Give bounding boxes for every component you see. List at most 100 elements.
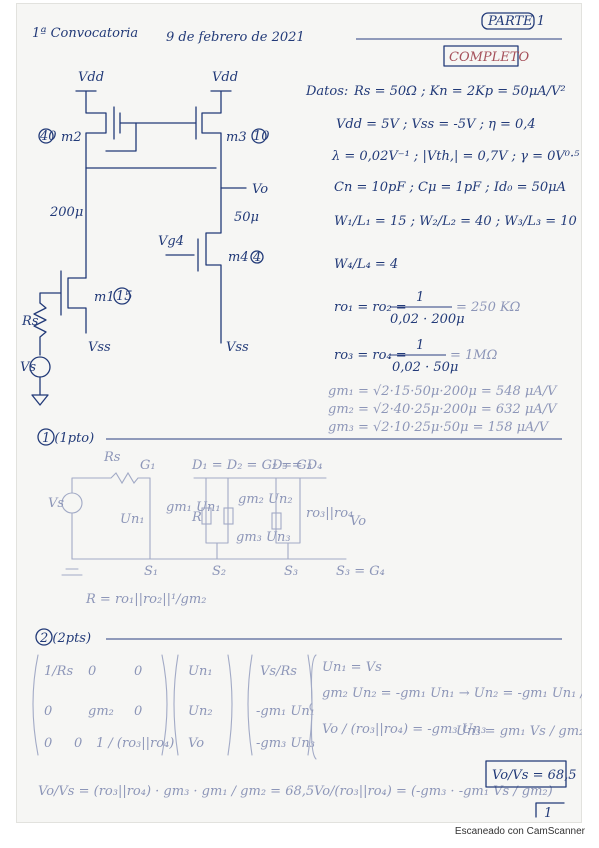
m2-ratio-circle xyxy=(38,128,54,144)
ss-s4: S₃ = G₄ xyxy=(336,564,385,579)
gm3-line: gm₃ = √2·10·25μ·50μ = 158 μA/V xyxy=(328,420,550,435)
ground-symbol xyxy=(31,376,49,406)
m1-ratio-circle xyxy=(113,287,131,305)
convocatoria-heading: 1ª Convocatoria xyxy=(32,26,138,41)
m-r1c3: 0 xyxy=(134,664,142,679)
sys-line-3: Vo / (ro₃||ro₄) = -gm₃ Un₃ xyxy=(322,722,486,737)
m-r3c3: 1 / (ro₃||ro₄) xyxy=(96,736,174,751)
bias-current-50: 50μ xyxy=(234,210,259,225)
rhs-c: -gm₃ Un₃ xyxy=(256,736,315,751)
vg4-label: Vg4 xyxy=(158,234,184,249)
section-1-circle xyxy=(37,428,55,446)
ss-s2: S₂ xyxy=(212,564,226,579)
ro12-den: 0,02 · 200μ xyxy=(390,312,465,327)
m3-label: m3 xyxy=(226,130,247,145)
gm2-line: gm₂ = √2·40·25μ·200μ = 632 μA/V xyxy=(328,402,558,417)
vss-right-label: Vss xyxy=(226,340,249,355)
m2-ratio: 40 xyxy=(39,129,57,144)
scan-credit: Escaneado con CamScanner xyxy=(454,826,585,837)
m-r2c2: gm₂ xyxy=(88,704,114,719)
m3-ratio-circle xyxy=(251,128,267,144)
gain-result-box xyxy=(485,760,567,788)
ss-ground xyxy=(61,568,83,576)
ss-g1-label: G₁ xyxy=(140,458,156,473)
m-r3c1: 0 xyxy=(44,736,52,751)
section-1-title: 1 (1pto) xyxy=(42,431,94,446)
ro34-num: 1 xyxy=(416,338,424,353)
section-2-circle xyxy=(35,628,53,646)
vo-node-label: Vo xyxy=(252,182,268,197)
vec-un2: Un₂ xyxy=(188,704,213,719)
data-line-2: Vdd = 5V ; Vss = -5V ; η = 0,4 xyxy=(336,117,536,132)
m2-label: m2 xyxy=(61,130,82,145)
rs-label: Rs xyxy=(21,314,39,329)
ss-s1: S₁ xyxy=(144,564,158,579)
ratio-line-1: W₁/L₁ = 15 ; W₂/L₂ = 40 ; W₃/L₃ = 10 xyxy=(334,214,577,229)
ss-vo-label: Vo xyxy=(350,514,366,529)
calculations: ro₁ = ro₂ = 1 0,02 · 200μ = 250 KΩ ro₃ =… xyxy=(328,290,558,435)
ss-branches xyxy=(149,477,229,560)
vdd-left-label: Vdd xyxy=(78,70,104,85)
bias-current-200: 200μ xyxy=(49,205,83,220)
vdd-right-label: Vdd xyxy=(212,70,238,85)
data-block: Datos: Rs = 50Ω ; Kn = 2Kp = 50μA/V² Vdd… xyxy=(305,84,580,272)
sys-line-4: Un₃ = gm₁ Vs / gm₂ xyxy=(456,724,582,739)
m-r2c1: 0 xyxy=(44,704,52,719)
status-stamp-box xyxy=(443,45,519,67)
nodal-matrix: 1/Rs 0 0 0 gm₂ 0 0 0 1 / (ro₃||ro₄) Un₁ … xyxy=(32,654,315,756)
ss-d3-label: D₃ = D₄ xyxy=(271,458,322,473)
m1-wire xyxy=(39,270,87,334)
ss-gm1un1: gm₁ Un₁ xyxy=(166,500,221,515)
part-tag: PARTE 1 xyxy=(487,14,545,29)
gain-result: Vo/Vs = 68,5 xyxy=(492,768,577,783)
part-tag-box xyxy=(481,12,535,30)
m-r1c1: 1/Rs xyxy=(44,664,73,679)
m4-ratio: 4 xyxy=(252,250,261,265)
ss-vs-label: Vs xyxy=(48,496,64,511)
m4-wire xyxy=(165,187,222,344)
ro12-lhs: ro₁ = ro₂ = xyxy=(334,300,407,315)
ss-d1-label: D₁ = D₂ = G₂ = G₃ xyxy=(191,458,312,473)
ss-output-branch xyxy=(275,477,301,560)
data-label: Datos: xyxy=(305,84,348,99)
m4-label: m4 xyxy=(228,250,249,265)
vec-un1: Un₁ xyxy=(188,664,213,679)
ss-r-box xyxy=(201,507,212,525)
r-parallel-formula: R = ro₁||ro₂||¹/gm₂ xyxy=(85,592,206,607)
gain-intermediate: Vo/(ro₃||ro₄) = (-gm₃ · -gm₁ Vs / gm₂) xyxy=(314,784,553,799)
sys-line-1: Un₁ = Vs xyxy=(322,660,382,675)
ro34-result: = 1MΩ xyxy=(450,348,498,363)
gm1-line: gm₁ = √2·15·50μ·200μ = 548 μA/V xyxy=(328,384,558,399)
page-number: 1 xyxy=(544,806,552,821)
vss-left-label: Vss xyxy=(88,340,111,355)
vec-vo: Vo xyxy=(188,736,204,751)
ro12-result: = 250 KΩ xyxy=(456,300,521,315)
gain-derivation: Vo/Vs = (ro₃||ro₄) · gm₃ · gm₁ / gm₂ = 6… xyxy=(38,784,314,799)
m-r3c2: 0 xyxy=(74,736,82,751)
sys-line-2: gm₂ Un₂ = -gm₁ Un₁ → Un₂ = -gm₁ Un₁ / gm… xyxy=(322,686,582,701)
data-line-4: Cn = 10pF ; Cμ = 1pF ; Id₀ = 50μA xyxy=(334,180,566,195)
status-stamp: COMPLETO xyxy=(449,50,529,65)
small-signal-circuit: Rs G₁ D₁ = D₂ = G₂ = G₃ D₃ = D₄ Vs Un₁ g… xyxy=(48,450,385,607)
m-r2c3: 0 xyxy=(134,704,142,719)
data-line-1: Rs = 50Ω ; Kn = 2Kp = 50μA/V² xyxy=(353,84,566,99)
m3-ratio: 10 xyxy=(253,129,270,144)
rhs-b: -gm₁ Un₁ xyxy=(256,704,315,719)
ss-gm2-box xyxy=(223,507,234,525)
m4-ratio-circle xyxy=(250,250,264,264)
ss-wires xyxy=(71,471,347,560)
handwritten-sheet: 1ª Convocatoria 9 de febrero de 2021 PAR… xyxy=(20,12,582,821)
vs-label: Vs xyxy=(20,360,36,375)
m1-label: m1 xyxy=(94,290,115,305)
data-line-3: λ = 0,02V⁻¹ ; |Vth,| = 0,7V ; γ = 0V⁰·⁵ xyxy=(331,149,580,164)
equation-system: Un₁ = Vs gm₂ Un₂ = -gm₁ Un₁ → Un₂ = -gm₁… xyxy=(309,654,582,760)
ss-r-label: R xyxy=(191,510,202,525)
m1-ratio: 15 xyxy=(116,289,133,304)
exam-date: 9 de febrero de 2021 xyxy=(166,30,305,45)
ss-ro-label: ro₃||ro₄ xyxy=(306,506,353,521)
page-number-corner xyxy=(535,802,565,818)
m2-m3-gate-wire xyxy=(113,106,197,140)
ro34-den: 0,02 · 50μ xyxy=(392,360,458,375)
ss-gm3un3: gm₃ Un₃ xyxy=(236,530,291,545)
ss-s3: S₃ xyxy=(284,564,298,579)
